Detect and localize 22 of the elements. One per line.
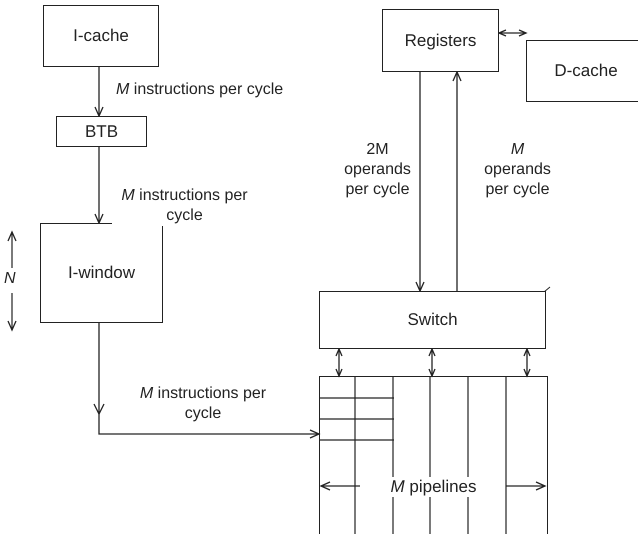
block-label: I-window bbox=[68, 263, 136, 283]
arrow bbox=[415, 72, 425, 292]
arrow bbox=[98, 323, 320, 439]
arrow bbox=[523, 348, 531, 377]
block-label: Registers bbox=[404, 30, 476, 50]
arrow bbox=[452, 71, 462, 291]
block-box bbox=[43, 5, 159, 67]
block-box bbox=[40, 223, 163, 323]
block-box bbox=[319, 291, 546, 349]
block-box bbox=[526, 40, 638, 102]
block-label: D-cache bbox=[554, 61, 618, 81]
arrow bbox=[94, 67, 104, 117]
arrow bbox=[335, 348, 343, 377]
arrow bbox=[94, 147, 104, 224]
pipelines-box bbox=[319, 376, 548, 534]
block-label: BTB bbox=[84, 122, 118, 142]
block-box bbox=[382, 9, 499, 72]
arrow bbox=[498, 29, 527, 37]
block-box bbox=[56, 116, 147, 147]
block-label: Switch bbox=[407, 310, 458, 330]
arrow bbox=[428, 348, 436, 377]
block-label: I-cache bbox=[73, 26, 129, 46]
